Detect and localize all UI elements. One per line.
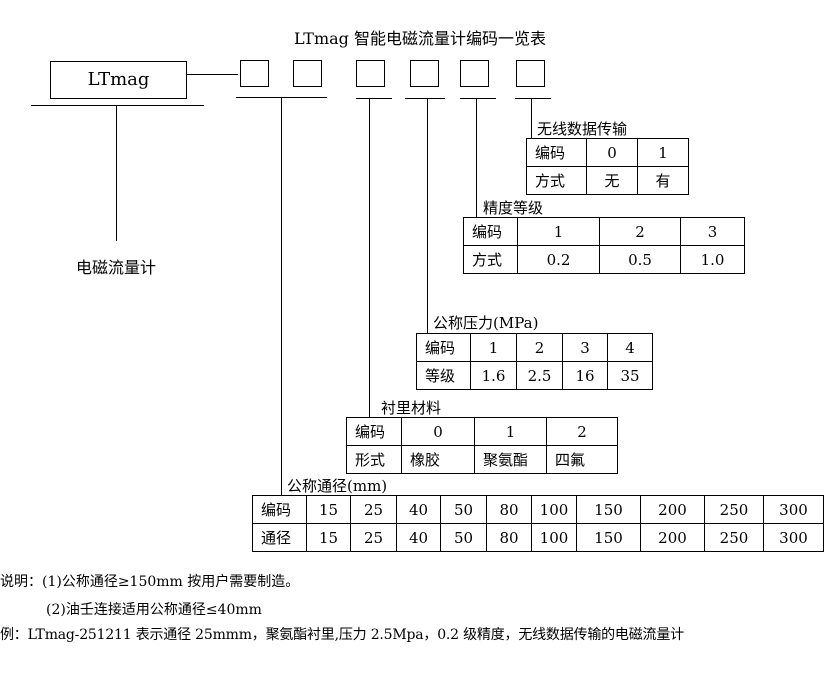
- table-cell: 编码: [463, 217, 518, 246]
- table-cell: 300: [763, 523, 824, 552]
- table-cell: 25: [350, 495, 397, 524]
- table-row: 方式 0.2 0.5 1.0: [463, 245, 745, 274]
- table-cell: 80: [486, 523, 532, 552]
- table-cell: 1.6: [470, 361, 517, 390]
- table-cell: 2.5: [516, 361, 563, 390]
- leader-accuracy: [476, 98, 477, 217]
- leader-lining: [369, 98, 370, 417]
- wireless-table: 编码 0 1 方式 无 有: [526, 138, 689, 195]
- table-cell: 40: [396, 523, 441, 552]
- table-cell: 16: [562, 361, 608, 390]
- table-cell: 40: [396, 495, 441, 524]
- underline-wireless: [515, 98, 551, 99]
- code-box-accuracy: [460, 60, 489, 87]
- table-row: 编码 0 1 2: [346, 417, 618, 446]
- table-cell: 四氟: [546, 445, 618, 474]
- table-cell: 聚氨酯: [474, 445, 547, 474]
- table-cell: 0: [586, 138, 638, 167]
- table-cell: 方式: [463, 245, 518, 274]
- table-cell: 3: [680, 217, 745, 246]
- table-cell: 1: [517, 217, 600, 246]
- table-cell: 150: [576, 495, 641, 524]
- code-box-lining: [356, 60, 385, 87]
- table-cell: 4: [607, 333, 653, 362]
- table-cell: 等级: [416, 361, 471, 390]
- table-cell: 15: [306, 523, 351, 552]
- table-cell: 100: [531, 523, 577, 552]
- table-cell: 0: [401, 417, 475, 446]
- note-line-3: 例：LTmag-251211 表示通径 25mmm，聚氨酯衬里,压力 2.5Mp…: [0, 627, 684, 643]
- table-cell: 有: [637, 166, 689, 195]
- code-box-diameter-2: [293, 60, 322, 87]
- table-cell: 150: [576, 523, 641, 552]
- lining-label: 衬里材料: [381, 399, 442, 417]
- table-cell: 80: [486, 495, 532, 524]
- leader-wireless: [531, 98, 532, 138]
- table-cell: 1.0: [680, 245, 745, 274]
- pressure-table: 编码 1 2 3 4 等级 1.6 2.5 16 35: [416, 333, 653, 390]
- table-row: 方式 无 有: [526, 166, 689, 195]
- table-cell: 15: [306, 495, 351, 524]
- table-cell: 35: [607, 361, 653, 390]
- leader-diameter: [281, 97, 282, 495]
- table-row: 等级 1.6 2.5 16 35: [416, 361, 653, 390]
- table-cell: 2: [599, 217, 681, 246]
- table-cell: 0.5: [599, 245, 681, 274]
- diameter-table: 编码 15 25 40 50 80 100 150 200 250 300 通径…: [252, 495, 824, 552]
- table-cell: 橡胶: [401, 445, 475, 474]
- table-cell: 2: [516, 333, 563, 362]
- pressure-label: 公称压力(MPa): [433, 314, 539, 332]
- table-cell: 编码: [252, 495, 307, 524]
- underline-lining: [356, 98, 392, 99]
- table-cell: 1: [637, 138, 689, 167]
- table-row: 通径 15 25 40 50 80 100 150 200 250 300: [252, 523, 824, 552]
- table-cell: 300: [763, 495, 824, 524]
- product-leader-line: [116, 105, 117, 241]
- lining-table: 编码 0 1 2 形式 橡胶 聚氨酯 四氟: [346, 417, 618, 474]
- page-title: LTmag 智能电磁流量计编码一览表: [293, 29, 547, 48]
- diameter-label: 公称通径(mm): [287, 477, 388, 495]
- table-cell: 50: [440, 495, 487, 524]
- table-row: 编码 1 2 3 4: [416, 333, 653, 362]
- model-connector-line: [187, 74, 238, 75]
- table-row: 形式 橡胶 聚氨酯 四氟: [346, 445, 618, 474]
- model-underline: [31, 105, 204, 106]
- table-cell: 0.2: [517, 245, 600, 274]
- table-cell: 250: [704, 495, 764, 524]
- code-box-pressure: [410, 60, 439, 87]
- note-line-2: (2)油壬连接适用公称通径≤40mm: [46, 602, 262, 618]
- accuracy-table: 编码 1 2 3 方式 0.2 0.5 1.0: [463, 217, 745, 274]
- code-box-diameter-1: [240, 60, 269, 87]
- underline-accuracy: [460, 98, 496, 99]
- table-cell: 编码: [346, 417, 402, 446]
- table-cell: 1: [470, 333, 517, 362]
- code-box-wireless: [516, 60, 545, 87]
- table-cell: 250: [704, 523, 764, 552]
- table-cell: 100: [531, 495, 577, 524]
- table-cell: 1: [474, 417, 547, 446]
- note-line-1: 说明：(1)公称通径≥150mm 按用户需要制造。: [0, 574, 300, 590]
- model-box-text: LTmag: [87, 69, 150, 90]
- product-label: 电磁流量计: [76, 258, 157, 277]
- table-cell: 200: [640, 523, 705, 552]
- table-cell: 方式: [526, 166, 587, 195]
- table-cell: 编码: [416, 333, 471, 362]
- table-cell: 200: [640, 495, 705, 524]
- table-cell: 通径: [252, 523, 307, 552]
- table-cell: 50: [440, 523, 487, 552]
- table-cell: 形式: [346, 445, 402, 474]
- table-cell: 2: [546, 417, 618, 446]
- table-cell: 编码: [526, 138, 587, 167]
- table-cell: 3: [562, 333, 608, 362]
- wireless-label: 无线数据传输: [537, 120, 628, 138]
- table-row: 编码 0 1: [526, 138, 689, 167]
- model-box: LTmag: [50, 61, 187, 99]
- table-row: 编码 15 25 40 50 80 100 150 200 250 300: [252, 495, 824, 524]
- table-row: 编码 1 2 3: [463, 217, 745, 246]
- table-cell: 无: [586, 166, 638, 195]
- accuracy-label: 精度等级: [483, 199, 544, 217]
- underline-pressure: [405, 98, 445, 99]
- leader-pressure: [427, 98, 428, 333]
- table-cell: 25: [350, 523, 397, 552]
